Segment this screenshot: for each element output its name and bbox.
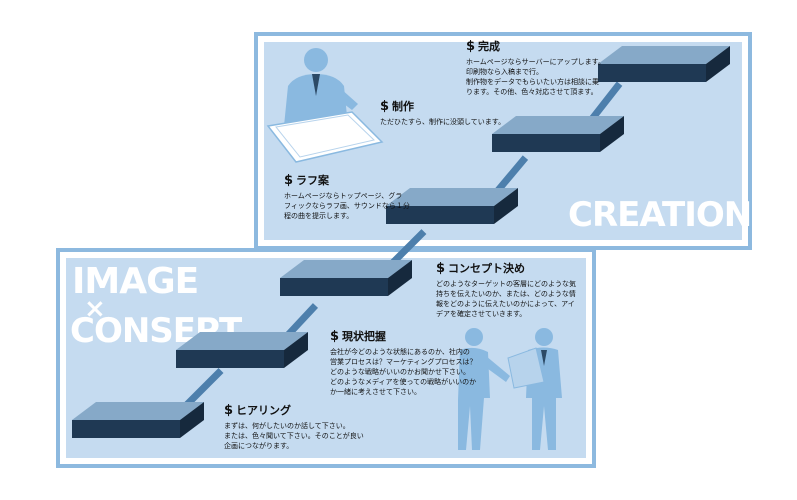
dollar-sign-icon: $ (380, 99, 390, 114)
step-label-completion: $ 完成 ホームページならサーバーにアップします。 印刷物なら入稿まで行。 制作… (466, 40, 626, 97)
step-title: コンセプト決め (448, 262, 526, 275)
dollar-sign-icon: $ (330, 329, 340, 344)
dollar-sign-icon: $ (224, 403, 234, 418)
step-label-situation: $ 現状把握 会社が今どのような状態にあるのか、社内の 営業プロセスは？マーケテ… (330, 330, 530, 397)
step-description: ただひたすら、制作に没頭しています。 (380, 118, 506, 126)
dollar-sign-icon: $ (466, 39, 476, 54)
step-description: どのようなターゲットの客層にどのような気 持ちを伝えたいのか、または、どのような… (436, 280, 576, 318)
step-description: 会社が今どのような状態にあるのか、社内の 営業プロセスは？マーケティングプロセス… (330, 348, 477, 396)
step-label-concept: $ コンセプト決め どのようなターゲットの客層にどのような気 持ちを伝えたいのか… (436, 262, 636, 319)
stair-step-rough (386, 188, 526, 236)
cross-symbol: × (84, 294, 106, 324)
stair-step-completion (598, 46, 738, 94)
step-description: ホームページならトップページ、グラ フィックならラフ画、サウンドなら１分 程の曲… (284, 192, 410, 220)
dollar-sign-icon: $ (436, 261, 446, 276)
step-title: ヒアリング (236, 404, 292, 417)
businessman-desk-illustration (266, 48, 384, 163)
step-description: ホームページならサーバーにアップします。 印刷物なら入稿まで行。 制作物をデータ… (466, 58, 605, 96)
step-description: まずは、何がしたいのか話して下さい。 または、色々聞いて下さい。そのことが良い … (224, 422, 364, 450)
step-label-rough: $ ラフ案 ホームページならトップページ、グラ フィックならラフ画、サウンドなら… (284, 174, 484, 221)
stair-step-production (492, 116, 632, 164)
image-heading: IMAGE (72, 261, 199, 302)
step-title: ラフ案 (296, 174, 330, 187)
dollar-sign-icon: $ (284, 173, 294, 188)
stair-step-situation (176, 332, 316, 380)
step-label-production: $ 制作 ただひたすら、制作に没頭しています。 (380, 100, 580, 127)
step-title: 現状把握 (342, 330, 387, 343)
creation-heading: CREATION (568, 195, 752, 235)
step-title: 完成 (478, 40, 501, 53)
businessmen-meeting-illustration (458, 328, 562, 450)
step-label-hearing: $ ヒアリング まずは、何がしたいのか話して下さい。 または、色々聞いて下さい。… (224, 404, 424, 451)
stair-step-hearing (72, 402, 212, 450)
step-title: 制作 (392, 100, 415, 113)
stair-step-concept (280, 260, 420, 308)
